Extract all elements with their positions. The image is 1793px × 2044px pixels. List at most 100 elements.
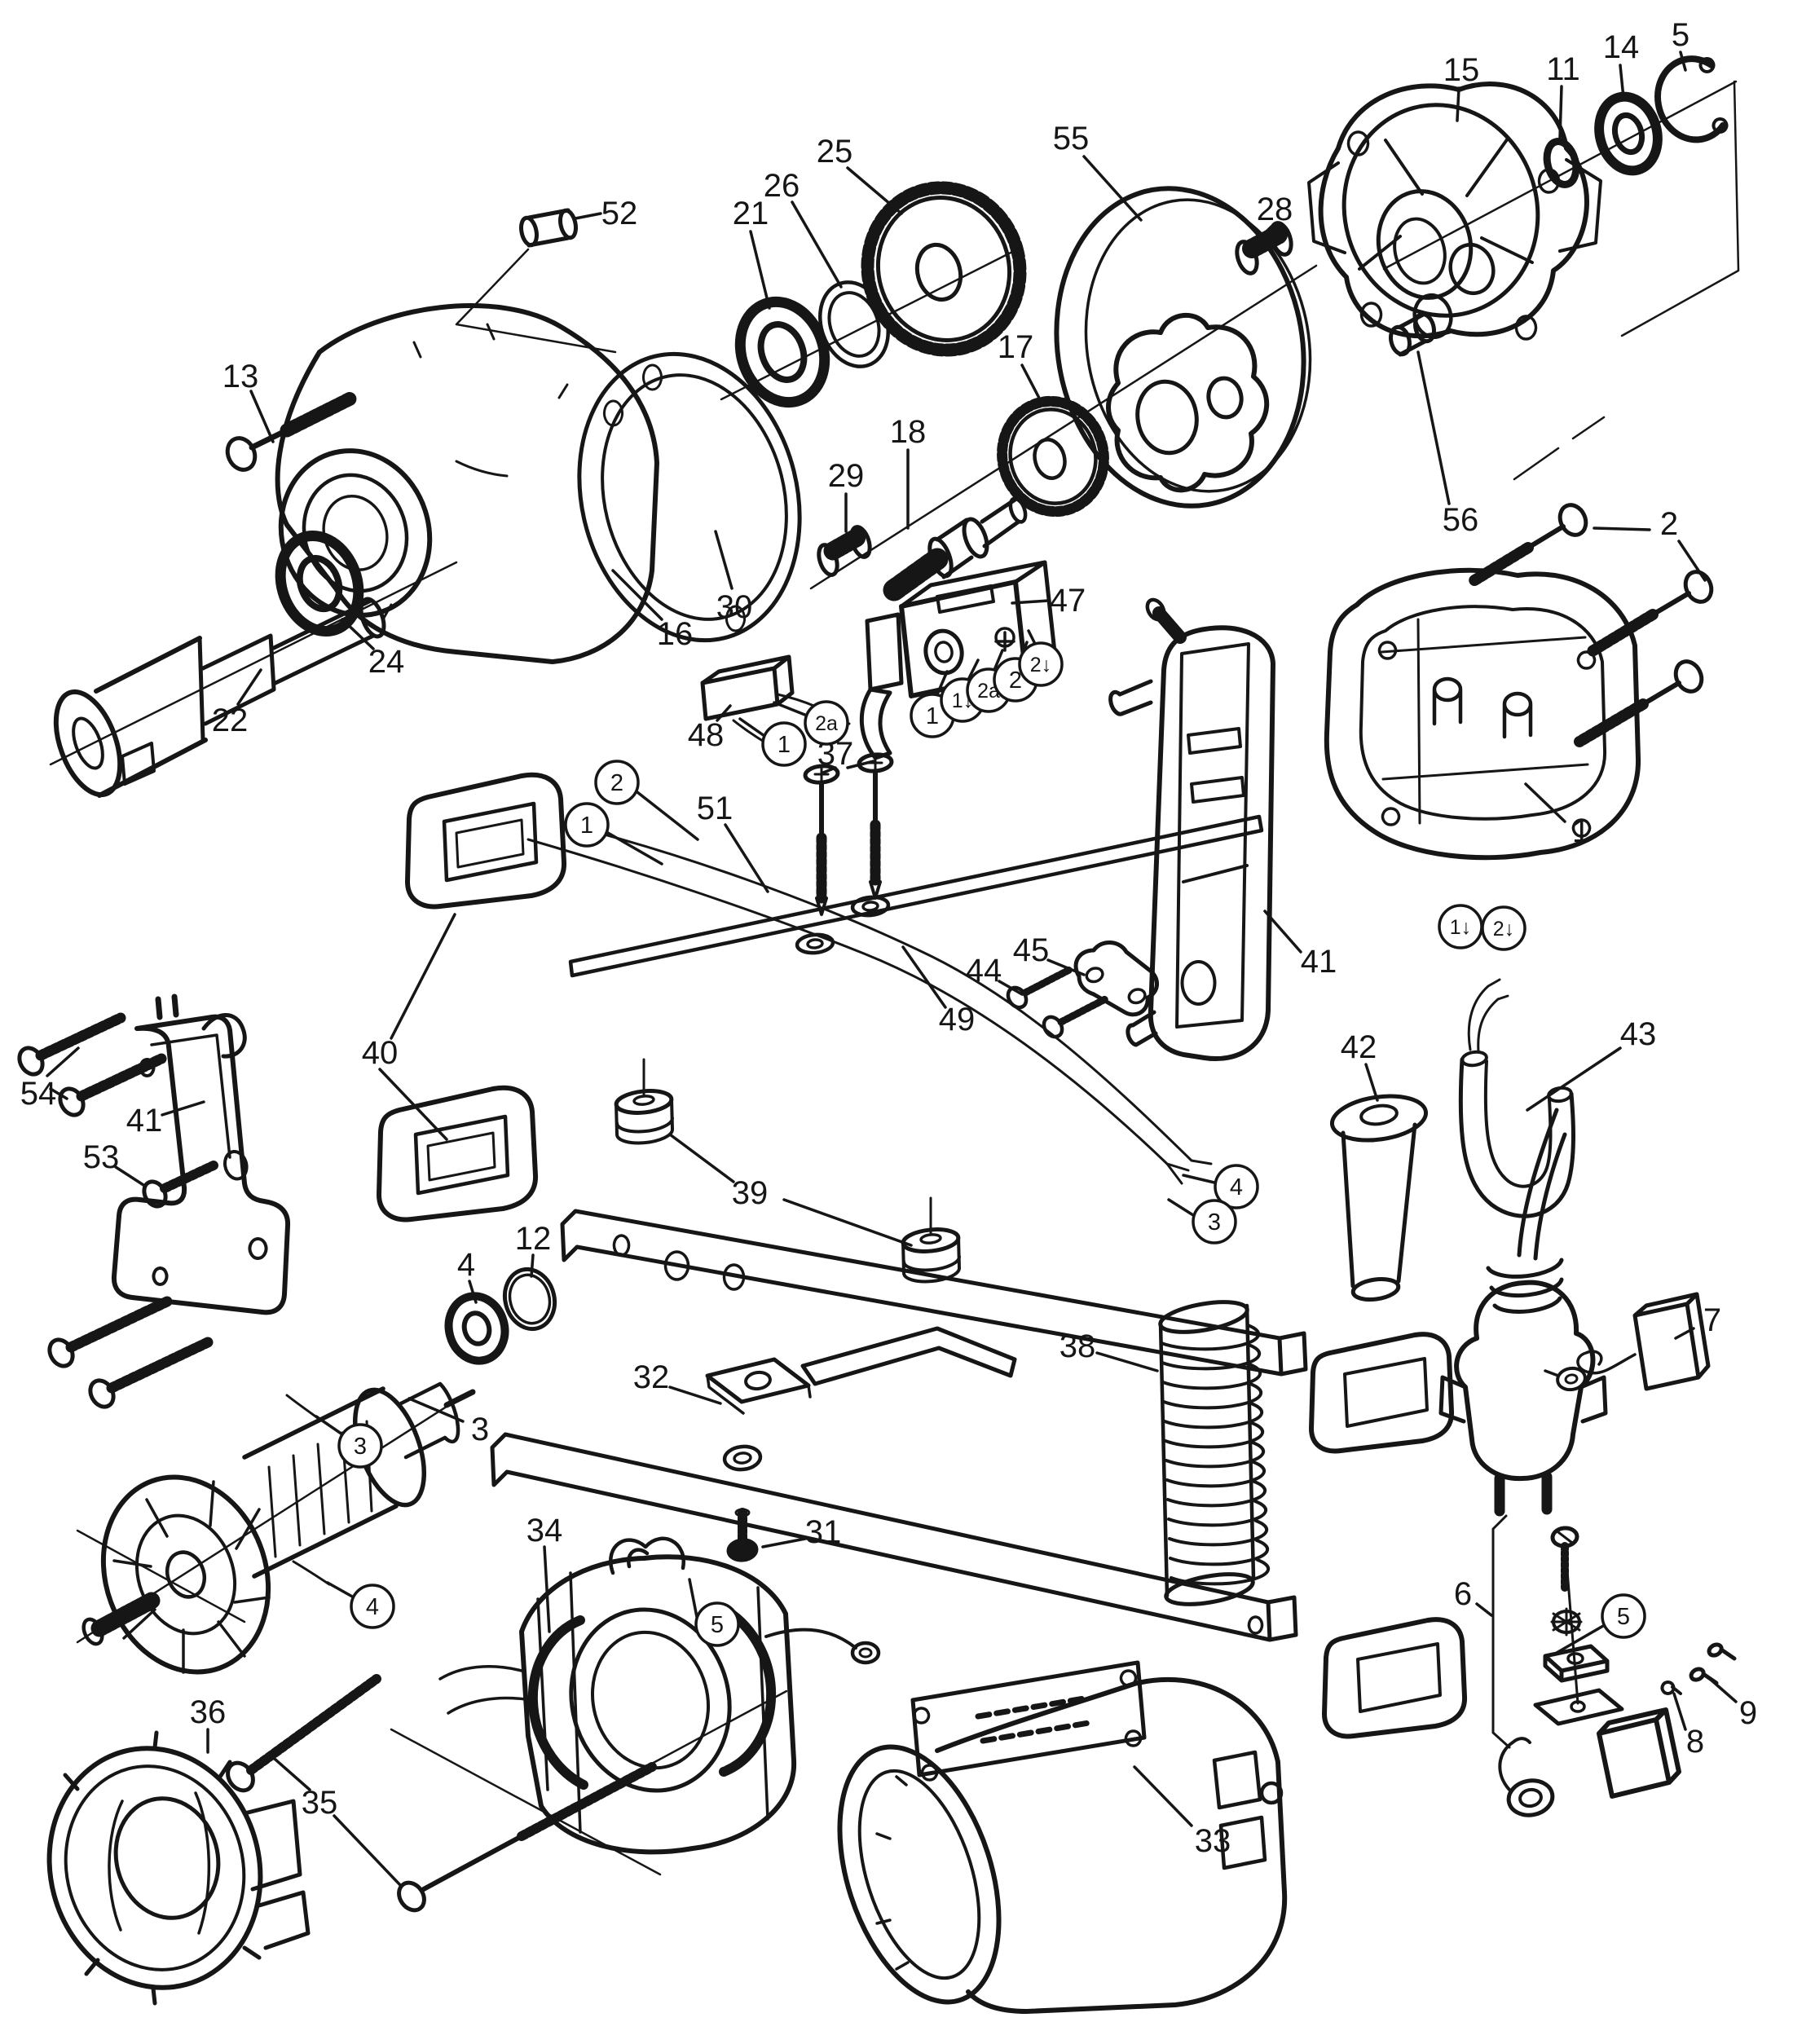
screw-54c-thread: [65, 1296, 173, 1353]
part-label-34: 34: [526, 1513, 563, 1548]
leader-24: [341, 618, 375, 650]
callout-leader-1: [936, 670, 949, 696]
field-34-coils: [527, 1602, 777, 1790]
screw-2c-thread: [1574, 698, 1649, 747]
pinion-18-step-a: [927, 536, 954, 579]
grommet-39b-hole: [919, 1233, 942, 1244]
leader-54: [46, 1046, 80, 1077]
fan-baffle-36-hole: [113, 1796, 221, 1920]
leader-38: [1095, 1351, 1159, 1372]
handle-frame-41-stubs: [1108, 679, 1158, 1047]
leader-16: [611, 569, 663, 621]
callout-label-2↓: 2↓: [1493, 918, 1514, 941]
part-label-43: 43: [1620, 1016, 1657, 1052]
part-label-41: 41: [126, 1103, 163, 1139]
carbon-brush-7-terminal-hole: [1564, 1373, 1579, 1385]
duct-cover-right-lower-window: [1356, 1642, 1442, 1713]
callout-label-3: 3: [354, 1434, 367, 1460]
screw-2b-head: [1683, 570, 1714, 604]
leader-26: [791, 200, 843, 289]
part-label-9: 9: [1739, 1695, 1757, 1731]
parts-layer: [17, 55, 1740, 2014]
washer-32-inner: [733, 1452, 752, 1465]
callout-circle-5: [694, 1601, 740, 1647]
callout-circle-1: [564, 802, 610, 848]
callout-label-1↓: 1↓: [1450, 916, 1471, 939]
leader-extra: [390, 913, 456, 1040]
callout-leader-2a: [773, 701, 808, 717]
field-34-bore-inner: [590, 1630, 711, 1770]
pinion-18-shaft: [935, 496, 1021, 579]
screw-37a-cross: [813, 766, 830, 782]
washer-37b: [850, 895, 891, 918]
bearing-4-outer: [444, 1292, 509, 1365]
part-label-36: 36: [190, 1694, 227, 1730]
leader-34: [543, 1545, 551, 1633]
gear-cover-15-flange: [1318, 81, 1589, 339]
switch-47-trigger: [859, 612, 904, 760]
part-label-54: 54: [20, 1076, 57, 1112]
handle-frame-41-channel: [1175, 642, 1250, 1029]
terminal-screw-slot: [1557, 1531, 1574, 1544]
callout-leader-2↓: [1027, 629, 1037, 645]
screw-8: [1660, 1681, 1682, 1695]
callout-leader-4: [326, 1581, 355, 1599]
field-34-terminal: [850, 1641, 881, 1665]
part-label-44: 44: [966, 953, 1002, 989]
fan-baffle-36-lugs: [242, 1799, 311, 1950]
spindle-22-end-bore: [72, 716, 104, 770]
gear-25-hub: [914, 242, 963, 302]
screw-2a-head: [1557, 503, 1588, 537]
cord-guard-43-inner: [1483, 1059, 1553, 1188]
part-label-22: 22: [212, 703, 249, 738]
pinion-18-step-b: [962, 517, 989, 559]
part-label-31: 31: [805, 1514, 842, 1550]
part-label-17: 17: [998, 329, 1034, 365]
leader-9: [1708, 1677, 1738, 1703]
leader-31: [761, 1537, 807, 1548]
cone-42-foot: [1350, 1276, 1401, 1302]
handle-frame-41-details: [1180, 727, 1249, 1006]
callout-leader-1: [606, 831, 663, 866]
arm-plate-pad: [705, 1357, 811, 1404]
pin-pointer-line: [455, 248, 617, 354]
fan-baffle-36-tabs: [63, 1730, 262, 2006]
leader-28: [1260, 225, 1273, 238]
bearing-24-outer: [275, 530, 364, 637]
rail-middle-holes: [612, 1234, 746, 1291]
bearing-21-inner: [757, 321, 808, 383]
snap-ring-5-eyes: [1698, 57, 1729, 134]
motor-housing-33-plate-screws: [912, 1669, 1143, 1782]
needle-sleeve-28-knurl: [1242, 225, 1288, 258]
duct-cover-40-lower-inner: [426, 1131, 496, 1182]
part-label-32: 32: [633, 1359, 670, 1395]
frame-corner-line: [1620, 80, 1740, 337]
axis-pinion: [809, 264, 1318, 590]
bearing-14-outer: [1594, 91, 1663, 176]
leader-15: [1456, 86, 1460, 122]
callout-circle-5: [1601, 1593, 1646, 1639]
part-label-2: 2: [1660, 506, 1678, 542]
armature-3-blades: [112, 1480, 271, 1674]
bushing-56-body: [1398, 311, 1427, 357]
arm-plate-arm: [800, 1326, 1017, 1386]
boundary-line-a: [390, 1728, 662, 1876]
ring-12-inner: [508, 1273, 552, 1325]
pinion-18-tip: [1008, 496, 1028, 524]
part-label-56: 56: [1443, 502, 1479, 538]
cord-guard-43-end-a: [1460, 1050, 1488, 1068]
part-label-26: 26: [764, 168, 800, 204]
duct-cover-40-upper-window: [442, 801, 539, 883]
bearing-14-inner: [1611, 112, 1645, 156]
leader-14: [1619, 64, 1625, 99]
callout-leader-3: [1167, 1198, 1195, 1217]
duct-cover-right-lower: [1322, 1617, 1467, 1739]
leader-4: [468, 1280, 478, 1304]
gear-cover-15-boss-b: [1448, 243, 1496, 295]
leader-2: [1593, 526, 1651, 531]
housing-cap-1-rim: [1359, 605, 1607, 821]
plug-43-pins: [1494, 1471, 1553, 1517]
leader-13: [249, 390, 275, 443]
